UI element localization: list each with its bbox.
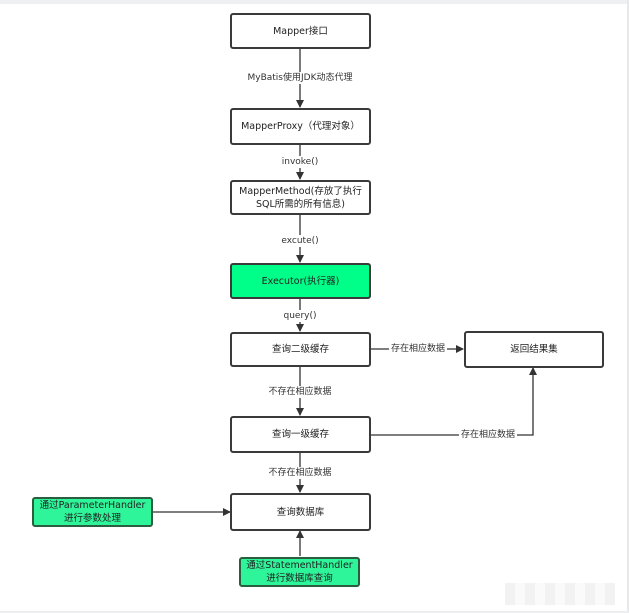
edge-label-l1-miss: 不存在相应数据 [266,467,334,479]
node-return-result: 返回结果集 [464,331,604,368]
node-query-database: 查询数据库 [230,493,371,531]
node-mapper-method: MapperMethod(存放了执行 SQL所需的所有信息) [230,180,371,215]
blurred-watermark [505,583,615,605]
edge-label-excute: excute() [279,235,321,247]
node-query-l2-cache: 查询二级缓存 [230,332,371,367]
edge-label-l2-hit: 存在相应数据 [388,343,448,355]
node-query-l1-cache: 查询一级缓存 [230,416,371,453]
top-frame-edge [0,0,629,4]
node-executor: Executor(执行器) [230,263,371,299]
edge-label-jdk-proxy: MyBatis使用JDK动态代理 [245,72,355,84]
node-parameter-handler: 通过ParameterHandler 进行参数处理 [32,497,153,527]
right-frame-edge [627,0,629,613]
node-mapper-proxy: MapperProxy（代理对象） [230,108,371,145]
bottom-frame-edge [0,611,629,613]
edge-label-invoke: invoke() [279,156,321,168]
node-statement-handler: 通过StatementHandler 进行数据库查询 [239,557,360,587]
node-mapper-interface: Mapper接口 [230,13,371,49]
edge-label-l2-miss: 不存在相应数据 [266,386,334,398]
edge-l1-to-result [371,367,537,436]
edge-label-query: query() [281,310,319,322]
edge-label-l1-hit: 存在相应数据 [458,429,518,441]
